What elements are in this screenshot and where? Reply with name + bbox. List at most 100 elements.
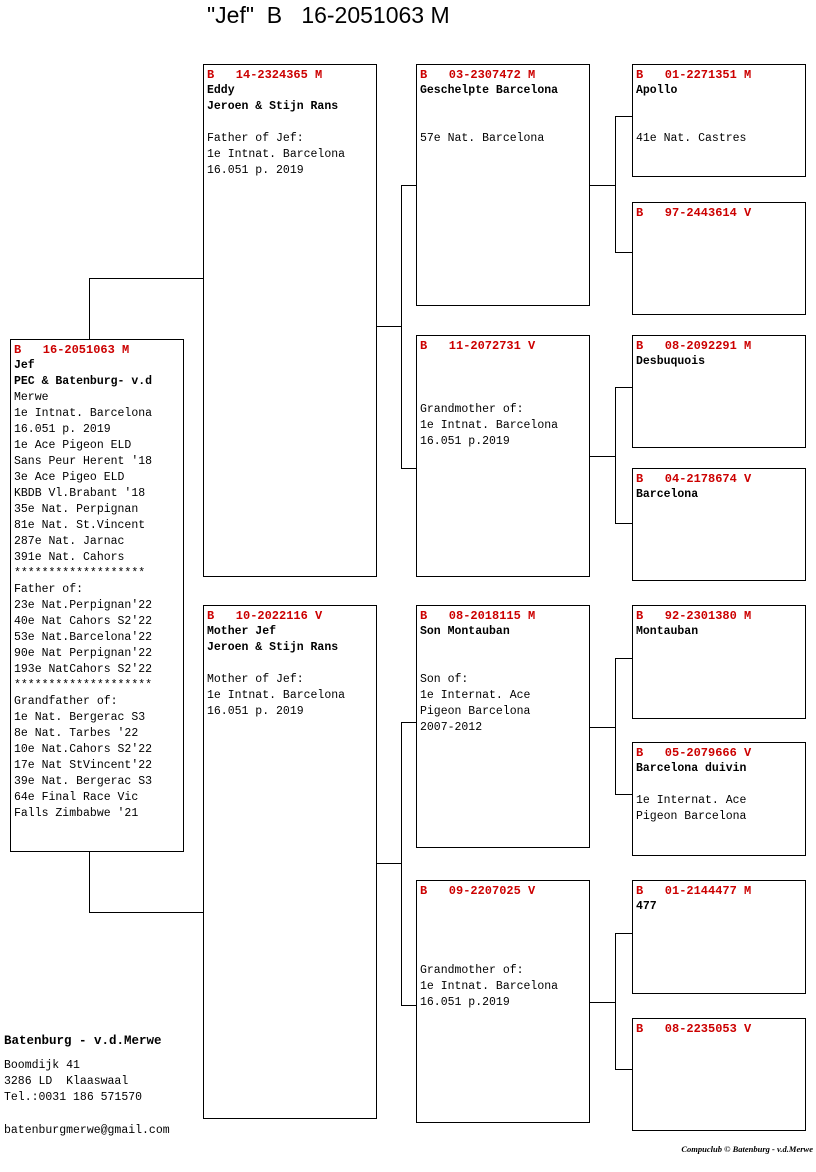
owner-name: PEC & Batenburg- v.d	[14, 375, 153, 388]
ring-number: B 03-2307472 M	[420, 68, 536, 82]
spacer	[636, 115, 805, 131]
result-line: Son of:	[420, 673, 469, 686]
result-line: 287e Nat. Jarnac	[14, 535, 125, 548]
spacer	[636, 99, 805, 115]
ring-number: B 11-2072731 V	[420, 339, 536, 353]
breeder-phone: Tel.:0031 186 571570	[4, 1091, 143, 1104]
connector	[615, 387, 616, 524]
connector	[89, 912, 204, 913]
ring-number: B 05-2079666 V	[636, 746, 752, 760]
spacer	[420, 354, 589, 370]
grandmother-maternal-card: B 09-2207025 V Grandmother of: 1e Intnat…	[416, 880, 590, 1123]
connector	[589, 185, 616, 186]
pigeon-name: Barcelona	[636, 488, 699, 501]
connector	[615, 933, 633, 934]
pigeon-name: Mother Jef	[207, 625, 277, 638]
great-grandparent-card: B 97-2443614 V	[632, 202, 806, 315]
connector	[615, 1069, 633, 1070]
result-line: Pigeon Barcelona	[420, 705, 531, 718]
result-line: 2007-2012	[420, 721, 483, 734]
pigeon-name: Desbuquois	[636, 355, 706, 368]
ring-number: B 08-2092291 M	[636, 339, 752, 353]
result-line: 1e Intnat. Barcelona	[14, 407, 153, 420]
result-line: 81e Nat. St.Vincent	[14, 519, 146, 532]
spacer	[420, 99, 589, 115]
connector	[589, 727, 616, 728]
spacer	[420, 115, 589, 131]
connector	[615, 116, 633, 117]
connector	[589, 456, 616, 457]
result-line: 16.051 p. 2019	[207, 164, 304, 177]
result-line: Falls Zimbabwe '21	[14, 807, 139, 820]
father-card: B 14-2324365 M Eddy Jeroen & Stijn Rans …	[203, 64, 377, 577]
breeder-street: Boomdijk 41	[4, 1059, 80, 1072]
spacer	[420, 640, 589, 656]
ring-number: B 16-2051063 M	[14, 343, 130, 357]
spacer	[420, 915, 589, 931]
connector	[615, 252, 633, 253]
result-line: 1e Intnat. Barcelona	[420, 980, 559, 993]
result-line: 16.051 p. 2019	[14, 423, 111, 436]
connector	[376, 326, 402, 327]
result-line: Pigeon Barcelona	[636, 810, 747, 823]
pigeon-name: Montauban	[636, 625, 699, 638]
ring-number: B 92-2301380 M	[636, 609, 752, 623]
result-line: 1e Intnat. Barcelona	[420, 419, 559, 432]
connector	[401, 722, 417, 723]
title-country: B	[266, 2, 283, 28]
breeder-name: Batenburg - v.d.Merwe	[4, 1034, 162, 1048]
spacer	[420, 370, 589, 386]
result-line: 16.051 p. 2019	[207, 705, 304, 718]
ring-number: B 09-2207025 V	[420, 884, 536, 898]
footer-credit: Compuclub © Batenburg - v.d.Merwe	[681, 1144, 813, 1154]
result-line: 53e Nat.Barcelona'22	[14, 631, 153, 644]
result-line: Mother of Jef:	[207, 673, 304, 686]
connector	[615, 794, 633, 795]
result-line: KBDB Vl.Brabant '18	[14, 487, 146, 500]
result-line: 35e Nat. Perpignan	[14, 503, 139, 516]
result-line: Sans Peur Herent '18	[14, 455, 153, 468]
breeder-email[interactable]: batenburgmerwe@gmail.com	[4, 1124, 170, 1137]
title-name: "Jef"	[207, 2, 255, 28]
result-line: 39e Nat. Bergerac S3	[14, 775, 153, 788]
grandfather-maternal-card: B 08-2018115 M Son Montauban Son of: 1e …	[416, 605, 590, 848]
connector	[615, 387, 633, 388]
result-line: 1e Intnat. Barcelona	[207, 689, 346, 702]
result-line: 23e Nat.Perpignan'22	[14, 599, 153, 612]
result-line: Grandmother of:	[420, 964, 524, 977]
spacer	[207, 656, 376, 672]
great-grandparent-card: B 04-2178674 V Barcelona	[632, 468, 806, 581]
separator-line: *******************	[14, 567, 146, 580]
pigeon-name: Geschelpte Barcelona	[420, 84, 559, 97]
section-heading: Father of:	[14, 583, 84, 596]
pigeon-name: Son Montauban	[420, 625, 510, 638]
connector	[401, 185, 417, 186]
connector	[89, 278, 90, 340]
spacer	[636, 777, 805, 793]
ring-number: B 10-2022116 V	[207, 609, 323, 623]
connector	[615, 658, 633, 659]
result-line: 41e Nat. Castres	[636, 132, 747, 145]
connector	[401, 1005, 417, 1006]
separator-line: ********************	[14, 679, 153, 692]
connector	[401, 185, 402, 469]
great-grandparent-card: B 08-2092291 M Desbuquois	[632, 335, 806, 448]
subject-card: B 16-2051063 M Jef PEC & Batenburg- v.d …	[10, 339, 184, 852]
pigeon-name: Eddy	[207, 84, 235, 97]
ring-number: B 14-2324365 M	[207, 68, 323, 82]
result-line: Grandmother of:	[420, 403, 524, 416]
ring-number: B 01-2144477 M	[636, 884, 752, 898]
great-grandparent-card: B 08-2235053 V	[632, 1018, 806, 1131]
result-line: 17e Nat StVincent'22	[14, 759, 153, 772]
pigeon-name: Apollo	[636, 84, 678, 97]
owner-name: Jeroen & Stijn Rans	[207, 641, 339, 654]
pigeon-name: Barcelona duivin	[636, 762, 747, 775]
result-line: 391e Nat. Cahors	[14, 551, 125, 564]
spacer	[420, 947, 589, 963]
great-grandparent-card: B 01-2144477 M 477	[632, 880, 806, 994]
connector	[401, 722, 402, 1006]
owner-name-cont: Merwe	[14, 391, 49, 404]
result-line: 1e Internat. Ace	[420, 689, 531, 702]
pigeon-name: 477	[636, 900, 657, 913]
great-grandparent-card: B 05-2079666 V Barcelona duivin 1e Inter…	[632, 742, 806, 856]
